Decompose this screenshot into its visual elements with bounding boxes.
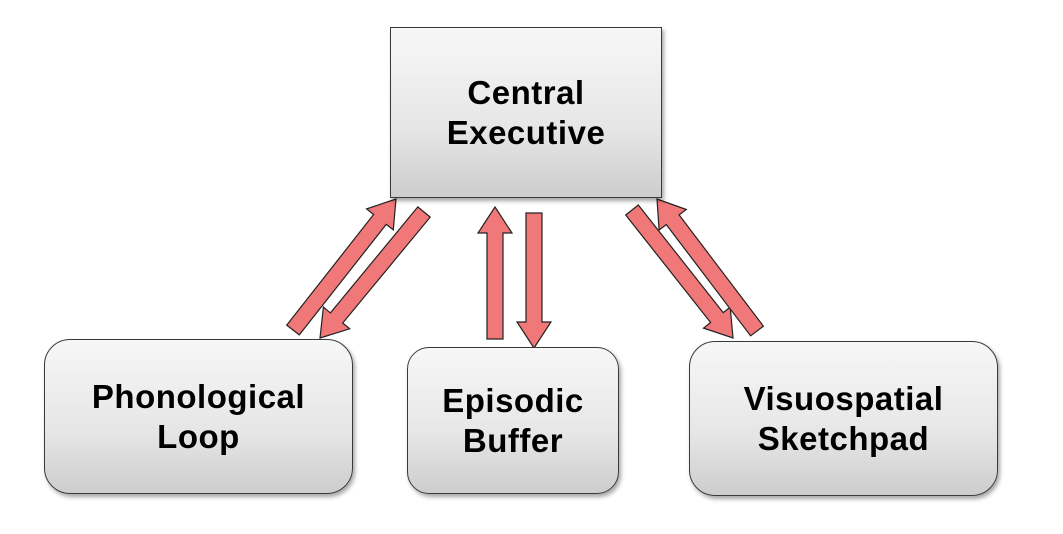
visuospatial-sketchpad-label: Visuospatial Sketchpad (743, 379, 944, 457)
central-executive-label: Central Executive (446, 73, 606, 151)
central-executive-node: Central Executive (390, 27, 662, 198)
phonological-loop-label: Phonological Loop (91, 377, 306, 455)
episodic-buffer-label: Episodic Buffer (442, 381, 584, 459)
arrow-phono-to-central (285, 198, 397, 336)
arrow-central-to-phono (319, 206, 432, 339)
arrow-central-to-episodic (515, 212, 553, 350)
arrow-visuo-to-central (656, 198, 765, 337)
arrow-central-to-visuo (624, 204, 734, 339)
visuospatial-sketchpad-node: Visuospatial Sketchpad (689, 341, 998, 496)
arrow-episodic-to-central (476, 205, 514, 340)
phonological-loop-node: Phonological Loop (44, 339, 353, 494)
episodic-buffer-node: Episodic Buffer (407, 347, 619, 494)
